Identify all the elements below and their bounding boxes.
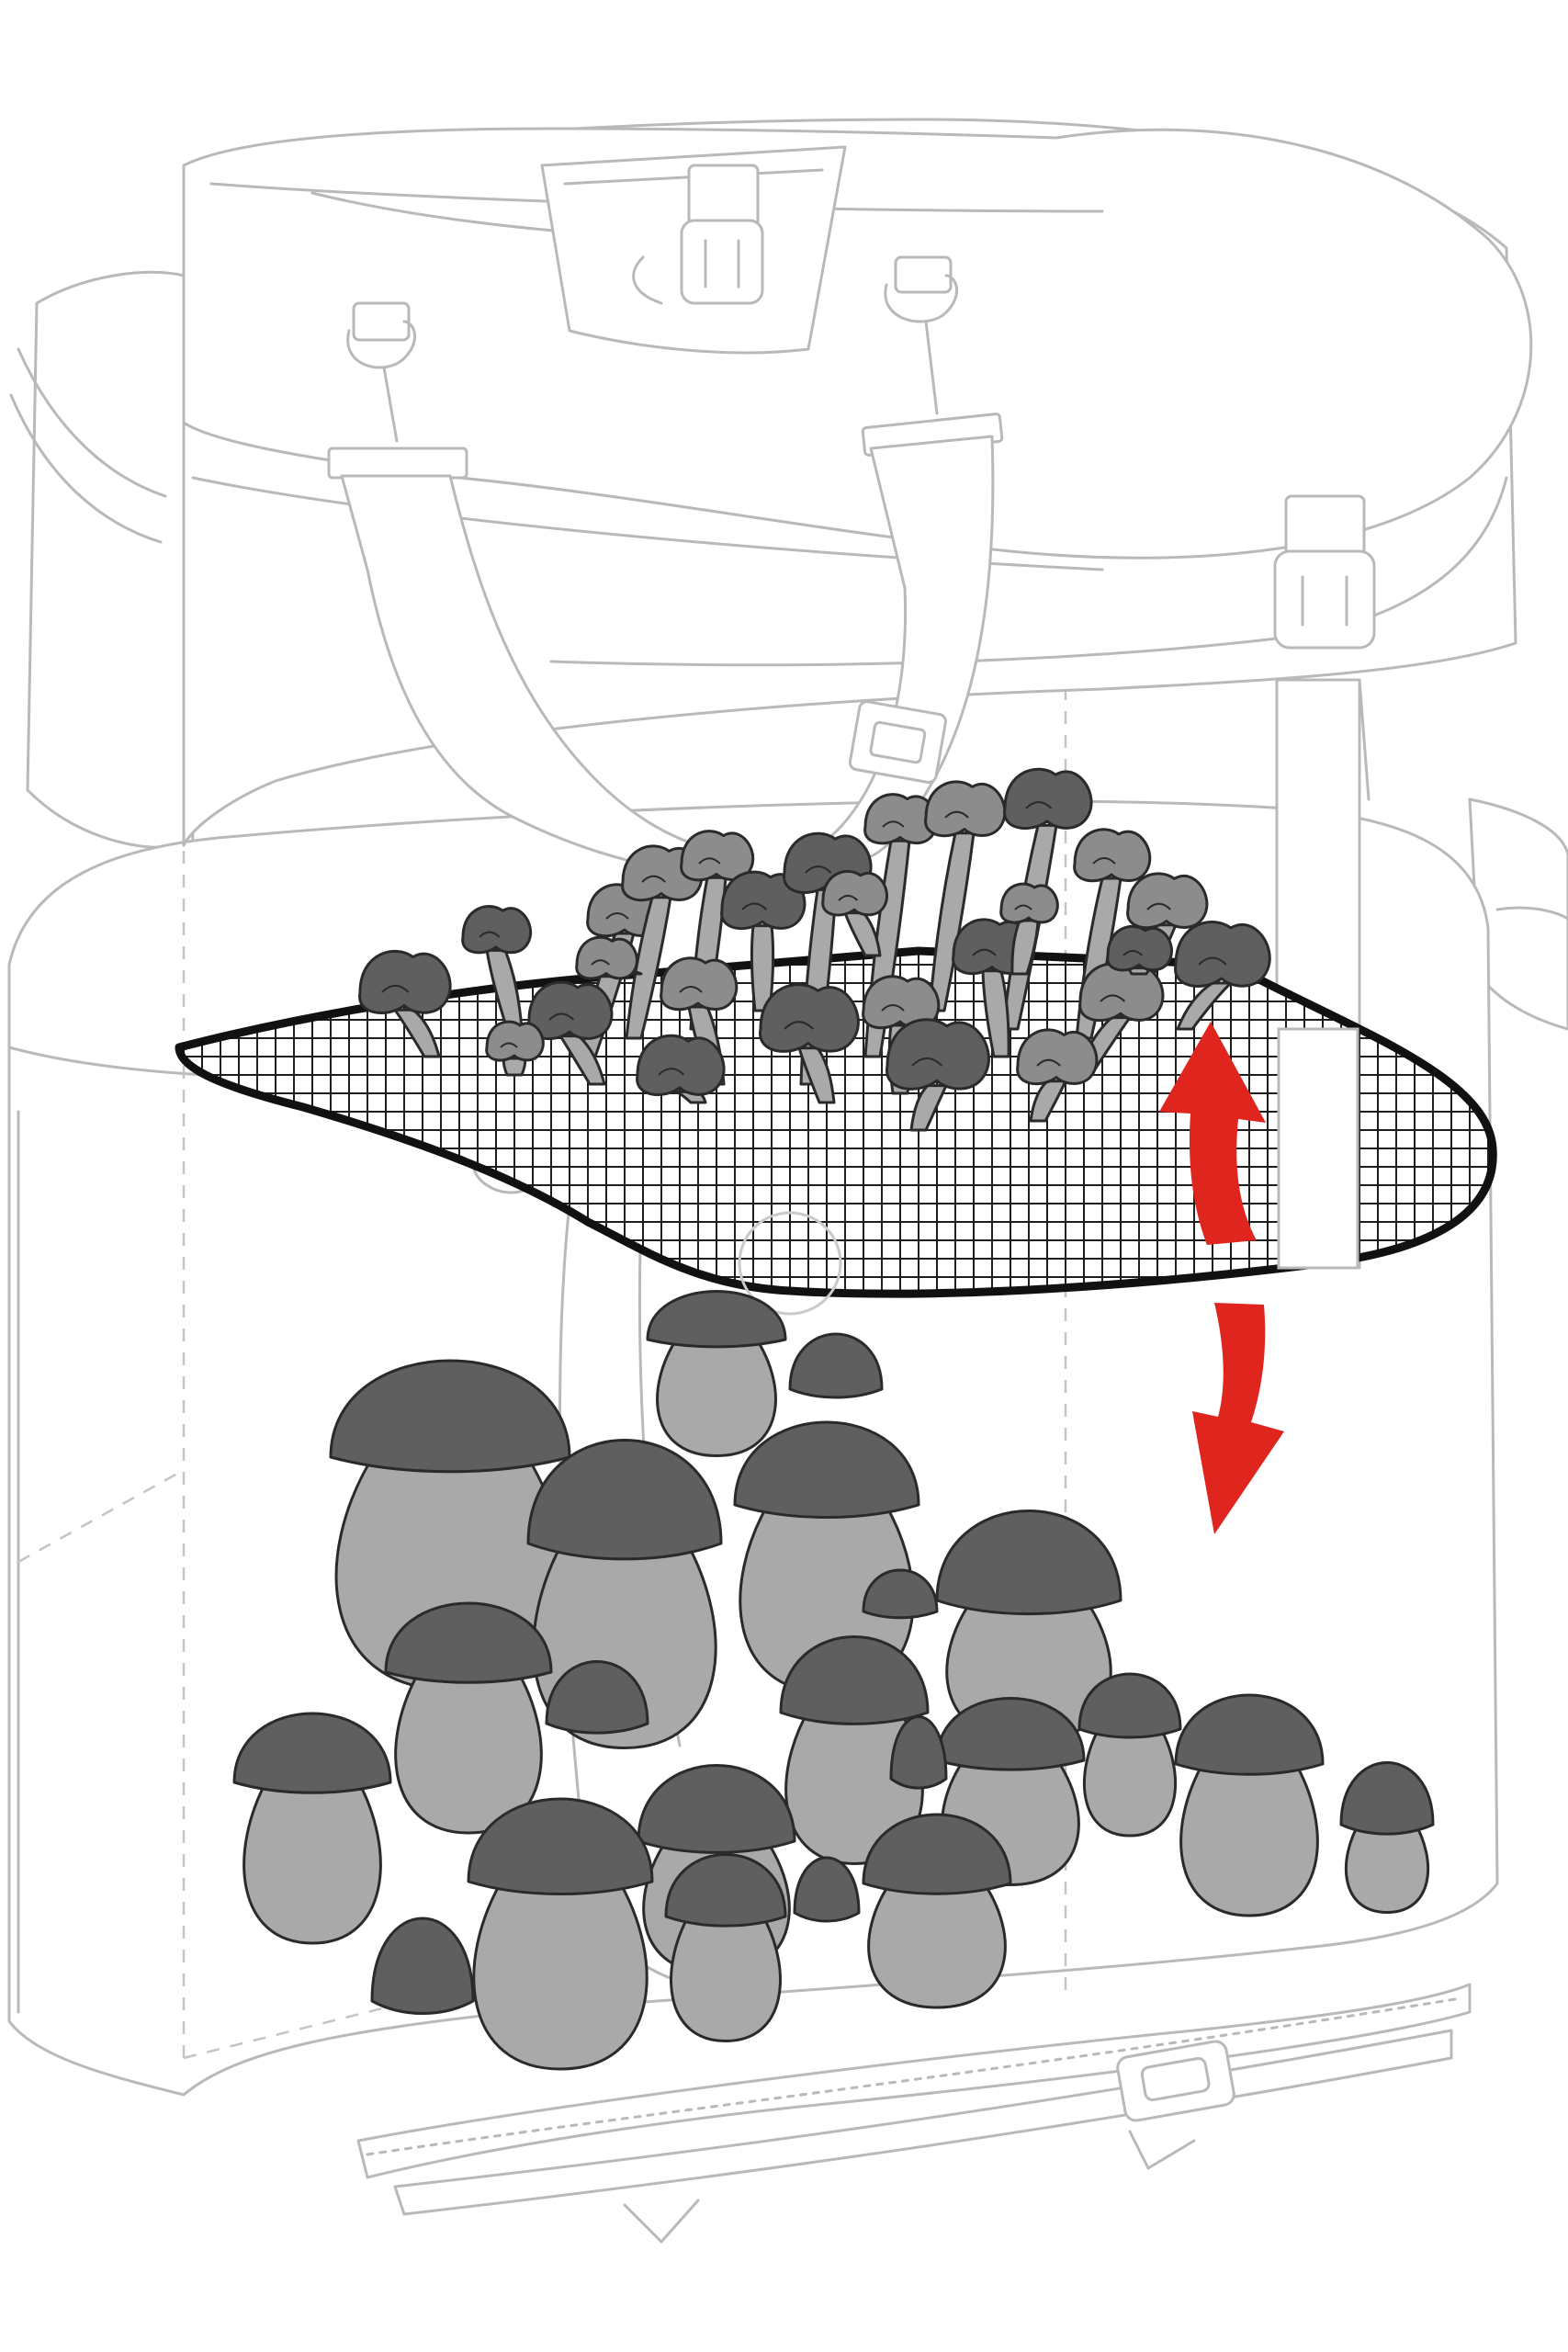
- chanterelle-mushroom-icon: [636, 1034, 726, 1104]
- chanterelle-mushroom-icon: [1174, 921, 1271, 1031]
- porcini-pile: [232, 1290, 1435, 2071]
- porcini-mushroom-icon: [1077, 1672, 1182, 1838]
- chanterelle-mushroom-icon: [999, 882, 1059, 976]
- porcini-mushroom-icon: [889, 1715, 948, 1790]
- chanterelle-mushroom-icon: [358, 949, 452, 1058]
- chanterelle-mushroom-icon: [1016, 1028, 1099, 1123]
- lift-arrow-icon: [1159, 1022, 1284, 1534]
- porcini-mushroom-icon: [545, 1660, 649, 1735]
- chanterelle-pile: [358, 767, 1271, 1132]
- chanterelle-mushroom-icon: [720, 870, 807, 1012]
- porcini-mushroom-icon: [664, 1853, 787, 2042]
- chanterelle-mushroom-icon: [1106, 925, 1173, 976]
- chanterelle-mushroom-icon: [575, 935, 643, 980]
- porcini-mushroom-icon: [779, 1635, 930, 1865]
- porcini-mushroom-icon: [384, 1601, 553, 1835]
- porcini-mushroom-icon: [467, 1797, 654, 2071]
- porcini-mushroom-icon: [370, 1917, 475, 2015]
- chanterelle-mushroom-icon: [527, 980, 614, 1086]
- chanterelle-mushroom-icon: [759, 983, 860, 1104]
- porcini-mushroom-icon: [232, 1712, 392, 1945]
- porcini-mushroom-icon: [1339, 1761, 1435, 1914]
- arrow-up: [1159, 1022, 1266, 1245]
- chanterelle-mushroom-icon: [886, 1018, 990, 1132]
- chanterelle-mushroom-icon: [821, 870, 888, 957]
- porcini-mushroom-icon: [1174, 1693, 1325, 1917]
- chanterelle-mushroom-icon: [485, 1020, 545, 1077]
- chanterelle-mushroom-icon: [461, 905, 533, 1031]
- chanterelle-mushroom-icon: [924, 780, 1007, 1012]
- porcini-mushroom-icon: [646, 1290, 787, 1457]
- porcini-mushroom-icon: [788, 1332, 884, 1399]
- arrow-down: [1192, 1303, 1284, 1534]
- porcini-mushroom-icon: [793, 1856, 861, 1923]
- porcini-mushroom-icon: [862, 1568, 939, 1620]
- porcini-mushroom-icon: [862, 1813, 1012, 2009]
